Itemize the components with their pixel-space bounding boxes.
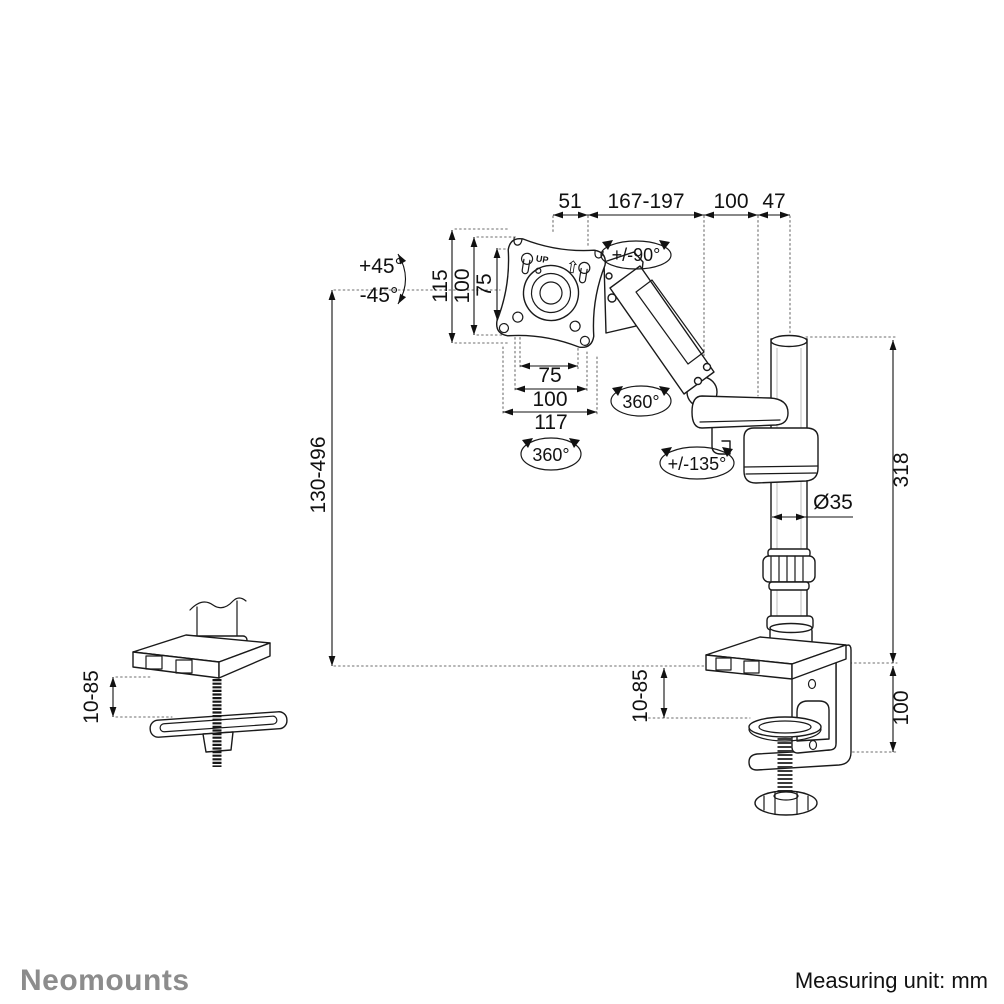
pole-ring-lower bbox=[768, 581, 810, 591]
rotate-head-label: 360° bbox=[532, 445, 569, 465]
swivel-head-label: +/-90° bbox=[612, 245, 661, 265]
pole bbox=[762, 334, 816, 632]
up-label: UP bbox=[535, 253, 549, 265]
dim-100-clamp: 100 bbox=[890, 690, 913, 725]
dim-diameter-35: Ø35 bbox=[813, 491, 853, 514]
dimension-lines bbox=[109, 211, 897, 752]
vesa-hole-100-right bbox=[579, 335, 591, 346]
horizontal-arm bbox=[691, 395, 819, 484]
dim-167-197: 167-197 bbox=[607, 190, 684, 213]
desk-clamp bbox=[705, 622, 852, 816]
dimension-labels: 51 167-197 100 47 115 100 75 75 100 117 … bbox=[80, 190, 913, 726]
rotate-arm-ellipse bbox=[610, 385, 672, 417]
dim-100-horiz: 100 bbox=[532, 388, 567, 411]
dim-100-top: 100 bbox=[713, 190, 748, 213]
dim-115: 115 bbox=[429, 269, 452, 302]
vesa-hole-100-left bbox=[498, 322, 510, 334]
dim-117: 117 bbox=[534, 411, 567, 434]
dim-318: 318 bbox=[890, 452, 913, 487]
grommet-mount bbox=[132, 597, 288, 767]
brand-logo: Neomounts bbox=[20, 964, 190, 997]
keyhole-right bbox=[578, 261, 591, 284]
dim-130-496: 130-496 bbox=[307, 436, 330, 513]
tilt-plus-label: +45° bbox=[359, 255, 403, 278]
tilt-minus-label: -45° bbox=[360, 284, 399, 307]
rotation-annotations: +45° -45° +/-90° 360° 360° +/-135° bbox=[359, 240, 735, 480]
up-arrow-icon: ⇧ bbox=[564, 257, 581, 278]
measuring-unit-label: Measuring unit: mm bbox=[795, 968, 988, 993]
clamp-knob bbox=[754, 790, 818, 816]
vesa-plate: UP ⇧ bbox=[495, 236, 607, 349]
tilt-arc-arrow bbox=[397, 253, 407, 305]
keyhole-left bbox=[520, 252, 534, 275]
spring-beam bbox=[609, 265, 715, 395]
pole-adjust-ring bbox=[762, 555, 816, 583]
swivel-arm-label: +/-135° bbox=[668, 454, 727, 474]
dim-75-horiz: 75 bbox=[538, 364, 561, 387]
dim-51: 51 bbox=[558, 190, 581, 213]
dim-75-vert: 75 bbox=[473, 273, 496, 296]
vesa-hole-75-left bbox=[512, 311, 524, 323]
dim-100-vert: 100 bbox=[451, 268, 474, 303]
pole-collar bbox=[743, 427, 819, 484]
rotate-head-ellipse bbox=[520, 437, 582, 471]
rotate-arm-label: 360° bbox=[622, 392, 659, 412]
swivel-head-ellipse bbox=[600, 240, 672, 270]
dim-47: 47 bbox=[762, 190, 785, 213]
clamp-pad bbox=[748, 716, 822, 738]
swivel-arm-ellipse bbox=[659, 446, 735, 480]
dim-10-85-clamp: 10-85 bbox=[629, 669, 652, 723]
pole-break-line bbox=[189, 597, 247, 611]
dim-10-85-grommet: 10-85 bbox=[80, 670, 103, 724]
vesa-hole-75-right bbox=[569, 320, 581, 332]
gas-spring-arm bbox=[603, 251, 718, 408]
